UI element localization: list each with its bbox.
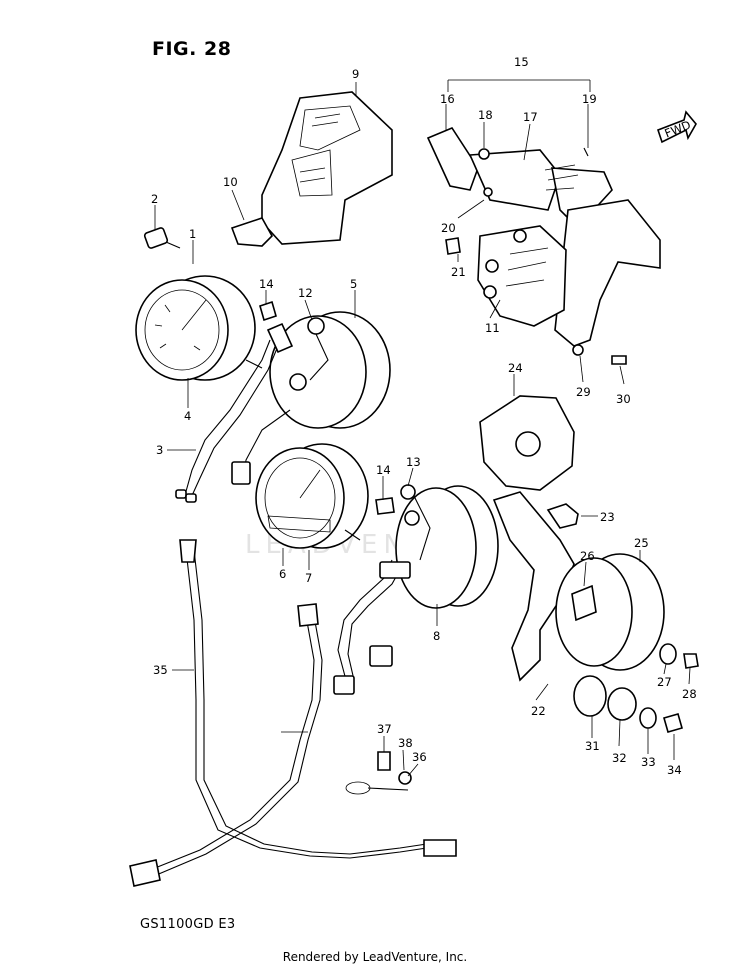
svg-text:17: 17 <box>523 110 538 124</box>
model-code: GS1100GD E3 <box>140 917 236 932</box>
speedometer-cable-part <box>185 549 441 859</box>
svg-text:34: 34 <box>667 763 682 777</box>
svg-text:28: 28 <box>682 687 697 701</box>
svg-text:1: 1 <box>189 227 196 241</box>
tachometer-part <box>255 443 369 549</box>
svg-text:15: 15 <box>514 55 529 69</box>
damper-cup-part <box>555 553 665 671</box>
svg-text:21: 21 <box>451 265 466 279</box>
tach-housing-part <box>395 484 499 609</box>
svg-text:30: 30 <box>616 392 631 406</box>
svg-text:29: 29 <box>576 385 591 399</box>
svg-text:19: 19 <box>582 92 597 106</box>
svg-text:9: 9 <box>352 67 359 81</box>
forward-arrow-icon <box>656 110 697 144</box>
bolt-29-part <box>611 355 627 365</box>
svg-text:5: 5 <box>350 277 357 291</box>
callout-labels: 1 2 3 4 5 6 7 8 9 10 11 12 13 14 14 15 1… <box>151 55 697 777</box>
svg-text:31: 31 <box>585 739 600 753</box>
wiring-harness-part <box>184 339 271 496</box>
meter-housing-part <box>269 311 391 429</box>
svg-text:7: 7 <box>305 571 312 585</box>
trip-knob-part <box>143 227 181 249</box>
svg-text:3: 3 <box>156 443 163 457</box>
svg-text:36: 36 <box>412 750 427 764</box>
indicator-bracket-part <box>426 127 613 221</box>
svg-text:33: 33 <box>641 755 656 769</box>
footer-credit: Rendered by LeadVenture, Inc. <box>282 950 468 964</box>
svg-text:14: 14 <box>259 277 274 291</box>
svg-text:16: 16 <box>440 92 455 106</box>
svg-text:23: 23 <box>600 510 615 524</box>
svg-text:14: 14 <box>376 463 391 477</box>
svg-text:18: 18 <box>478 108 493 122</box>
svg-text:35: 35 <box>153 663 168 677</box>
svg-text:10: 10 <box>223 175 238 189</box>
svg-text:24: 24 <box>508 361 523 375</box>
svg-text:12: 12 <box>298 286 313 300</box>
svg-text:25: 25 <box>634 536 649 550</box>
svg-text:26: 26 <box>580 549 595 563</box>
svg-text:37: 37 <box>377 722 392 736</box>
svg-text:11: 11 <box>485 321 500 335</box>
svg-text:6: 6 <box>279 567 286 581</box>
meter-cover-part <box>261 91 393 245</box>
svg-text:13: 13 <box>406 455 421 469</box>
svg-text:2: 2 <box>151 192 158 206</box>
fig-title: FIG. 28 <box>152 38 232 60</box>
tachometer-cable-part <box>149 615 315 871</box>
meter-bracket-part <box>477 199 661 356</box>
lens-part <box>230 217 273 247</box>
svg-text:27: 27 <box>657 675 672 689</box>
clip-part <box>546 503 579 529</box>
svg-text:20: 20 <box>441 221 456 235</box>
speedometer-part <box>135 275 263 381</box>
svg-text:32: 32 <box>612 751 627 765</box>
svg-text:38: 38 <box>398 736 413 750</box>
svg-text:22: 22 <box>531 704 546 718</box>
svg-text:8: 8 <box>433 629 440 643</box>
lower-bracket-part <box>492 491 575 682</box>
svg-text:4: 4 <box>184 409 191 423</box>
